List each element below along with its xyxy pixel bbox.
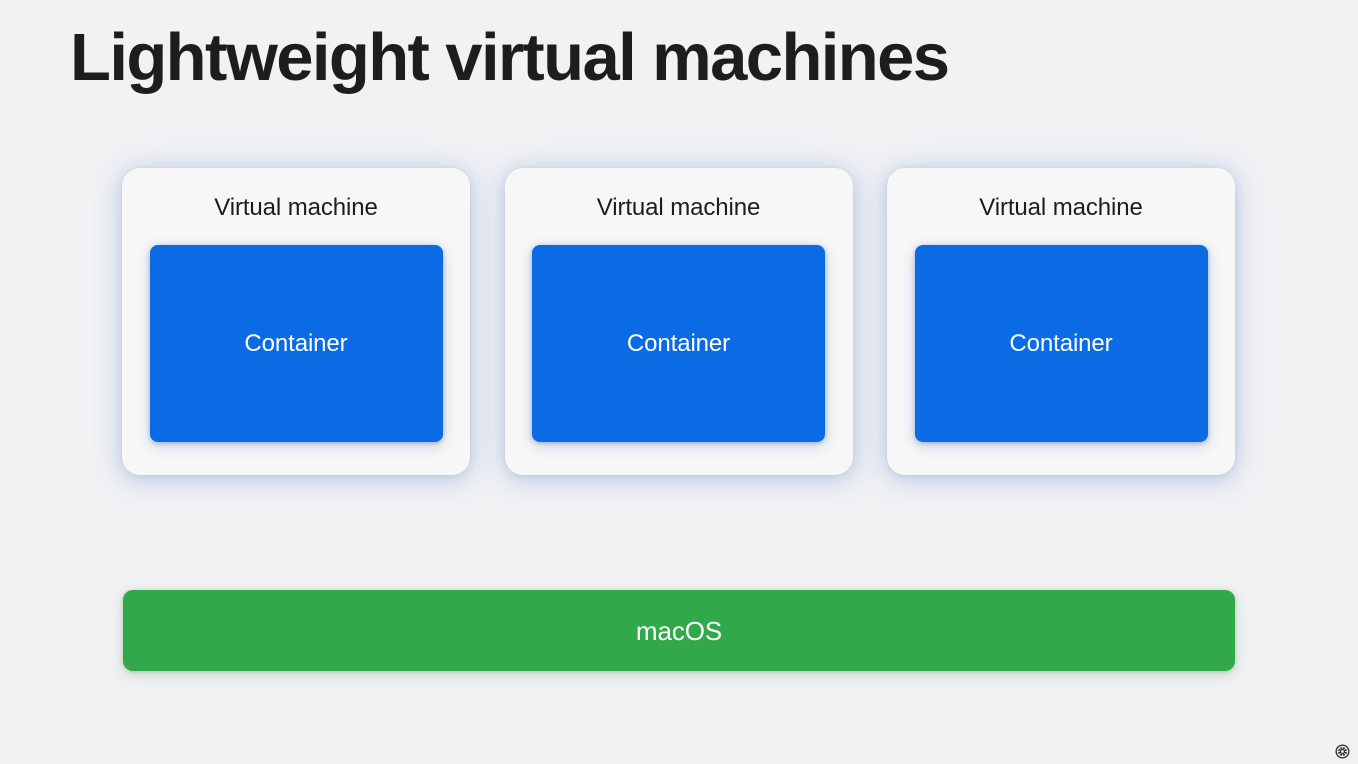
virtual-machine-card: Virtual machine Container (887, 168, 1235, 475)
container-box: Container (532, 245, 825, 442)
virtual-machine-label: Virtual machine (214, 194, 378, 221)
host-os-label: macOS (635, 615, 723, 646)
container-box: Container (149, 245, 443, 442)
virtual-machine-card: Virtual machine Container (504, 168, 853, 475)
virtual-machine-label: Virtual machine (979, 194, 1143, 221)
virtual-machine-card: Virtual machine Container (122, 168, 470, 475)
accessibility-badge-icon[interactable] (1334, 743, 1350, 759)
container-label: Container (626, 329, 731, 357)
container-label: Container (1009, 329, 1113, 357)
virtual-machine-label: Virtual machine (596, 194, 761, 221)
host-os-bar: macOS (123, 590, 1235, 671)
virtual-machine-row: Virtual machine Container Virtual machin… (122, 168, 1235, 475)
container-label: Container (244, 329, 348, 357)
container-box: Container (914, 245, 1208, 442)
page-title: Lightweight virtual machines (70, 20, 950, 95)
